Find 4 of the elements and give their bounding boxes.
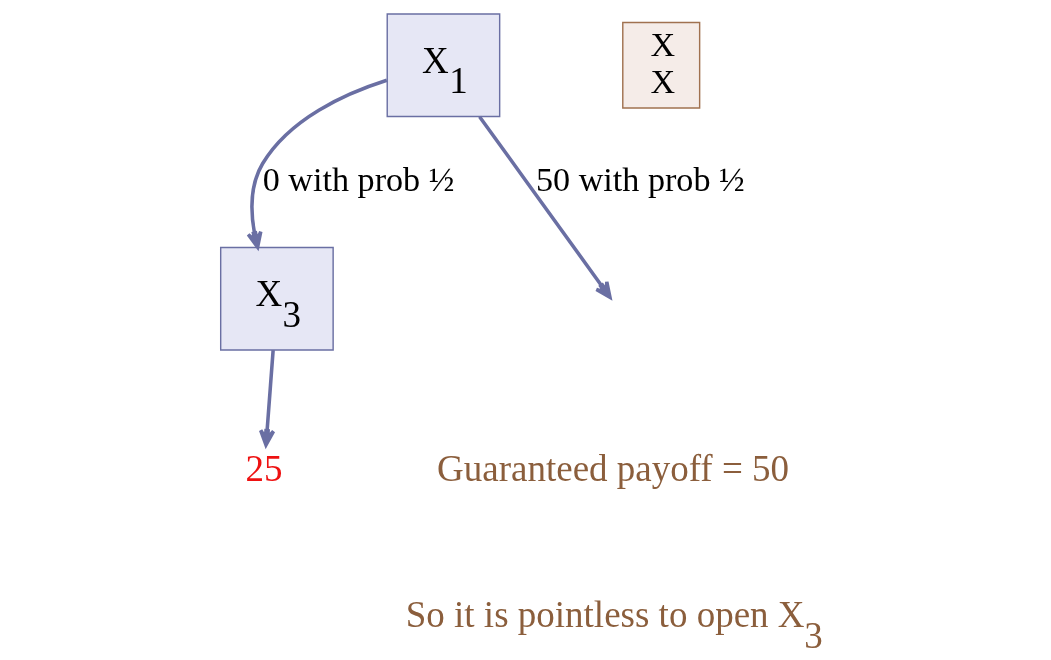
edge-label: 50 with prob ½ (535, 160, 745, 198)
edge-label: 0 with prob ½ (262, 160, 454, 198)
label: Guaranteed payoff = 50 (436, 447, 789, 489)
node-text: 25 (245, 447, 283, 489)
